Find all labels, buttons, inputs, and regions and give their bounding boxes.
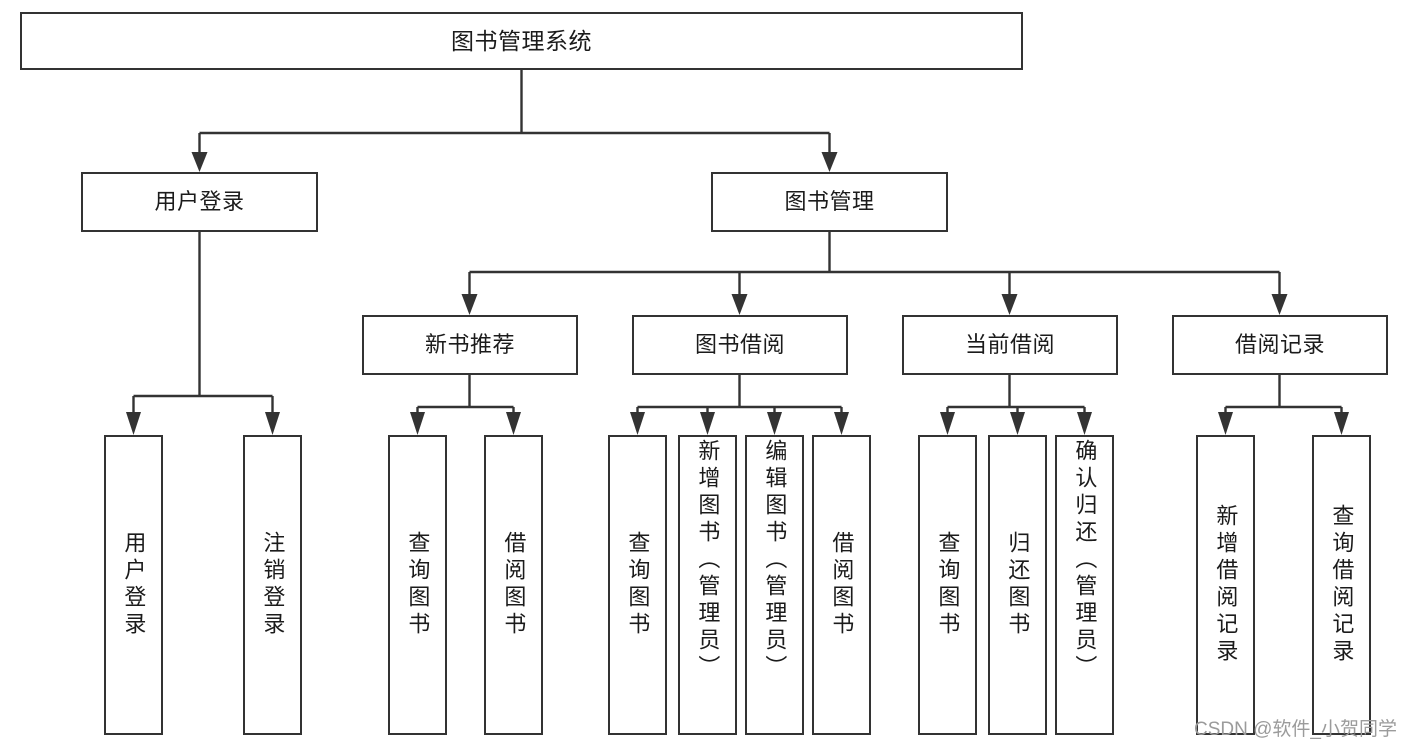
node-label: 编辑图书（管理员） xyxy=(762,439,788,682)
leaf-return-book[interactable]: 归还图书 xyxy=(988,435,1047,735)
arrowhead-cb-leaf-2 xyxy=(1010,412,1025,435)
arrowhead-leaf-logout xyxy=(265,412,280,435)
arrowhead-bb-leaf-4 xyxy=(834,412,849,435)
leaf-add-borrow-record[interactable]: 新增借阅记录 xyxy=(1196,435,1255,735)
arrowhead-user-login xyxy=(191,152,208,172)
arrowhead-cb-leaf-1 xyxy=(940,412,955,435)
node-label: 当前借阅 xyxy=(964,332,1055,357)
leaf-logout[interactable]: 注销登录 xyxy=(243,435,302,735)
node-label: 查询图书 xyxy=(405,531,431,639)
arrowhead-book-borrow xyxy=(731,294,748,315)
arrowhead-cb-leaf-3 xyxy=(1077,412,1092,435)
node-label: 图书借阅 xyxy=(694,332,785,357)
leaf-borrow-book[interactable]: 借阅图书 xyxy=(812,435,871,735)
csdn-watermark: CSDN @软件_小贺同学 xyxy=(1194,719,1397,740)
leaf-query-book-current[interactable]: 查询图书 xyxy=(918,435,977,735)
node-new-book-recommend[interactable]: 新书推荐 xyxy=(362,315,578,375)
node-label: 查询图书 xyxy=(625,531,651,639)
arrowhead-leaf-user-login xyxy=(126,412,141,435)
node-label: 新增图书（管理员） xyxy=(695,439,721,682)
node-label: 借阅图书 xyxy=(501,531,527,639)
arrowhead-bb-leaf-1 xyxy=(630,412,645,435)
arrowhead-br-leaf-2 xyxy=(1334,412,1349,435)
node-label: 用户登录 xyxy=(154,189,245,214)
node-label: 借阅图书 xyxy=(829,531,855,639)
node-label: 注销登录 xyxy=(260,531,286,639)
arrowhead-book-manage xyxy=(821,152,838,172)
leaf-borrow-book-recommend[interactable]: 借阅图书 xyxy=(484,435,543,735)
leaf-query-book-recommend[interactable]: 查询图书 xyxy=(388,435,447,735)
node-label: 用户登录 xyxy=(121,531,147,639)
node-borrow-record[interactable]: 借阅记录 xyxy=(1172,315,1388,375)
arrowhead-bb-leaf-2 xyxy=(700,412,715,435)
arrowhead-br-leaf-1 xyxy=(1218,412,1233,435)
node-label: 确认归还（管理员） xyxy=(1072,439,1098,682)
node-label: 图书管理 xyxy=(784,189,875,214)
leaf-user-login[interactable]: 用户登录 xyxy=(104,435,163,735)
node-label: 图书管理系统 xyxy=(451,27,592,54)
arrowhead-bb-leaf-3 xyxy=(767,412,782,435)
arrowhead-borrow-record xyxy=(1271,294,1288,315)
node-book-management[interactable]: 图书管理 xyxy=(711,172,948,232)
arrowhead-new-book xyxy=(461,294,478,315)
node-label: 查询借阅记录 xyxy=(1329,504,1355,666)
leaf-query-borrow-record[interactable]: 查询借阅记录 xyxy=(1312,435,1371,735)
leaf-add-book-admin[interactable]: 新增图书（管理员） xyxy=(678,435,737,735)
leaf-edit-book-admin[interactable]: 编辑图书（管理员） xyxy=(745,435,804,735)
node-book-borrow[interactable]: 图书借阅 xyxy=(632,315,848,375)
node-label: 新书推荐 xyxy=(424,332,515,357)
arrowhead-nb-leaf-2 xyxy=(506,412,521,435)
node-current-borrow[interactable]: 当前借阅 xyxy=(902,315,1118,375)
node-label: 查询图书 xyxy=(935,531,961,639)
arrowhead-nb-leaf-1 xyxy=(410,412,425,435)
arrowhead-current-borrow xyxy=(1001,294,1018,315)
leaf-query-book-borrow[interactable]: 查询图书 xyxy=(608,435,667,735)
node-label: 新增借阅记录 xyxy=(1213,504,1239,666)
leaf-confirm-return-admin[interactable]: 确认归还（管理员） xyxy=(1055,435,1114,735)
node-user-login[interactable]: 用户登录 xyxy=(81,172,318,232)
node-label: 归还图书 xyxy=(1005,531,1031,639)
node-root-system[interactable]: 图书管理系统 xyxy=(20,12,1023,70)
node-label: 借阅记录 xyxy=(1234,332,1325,357)
